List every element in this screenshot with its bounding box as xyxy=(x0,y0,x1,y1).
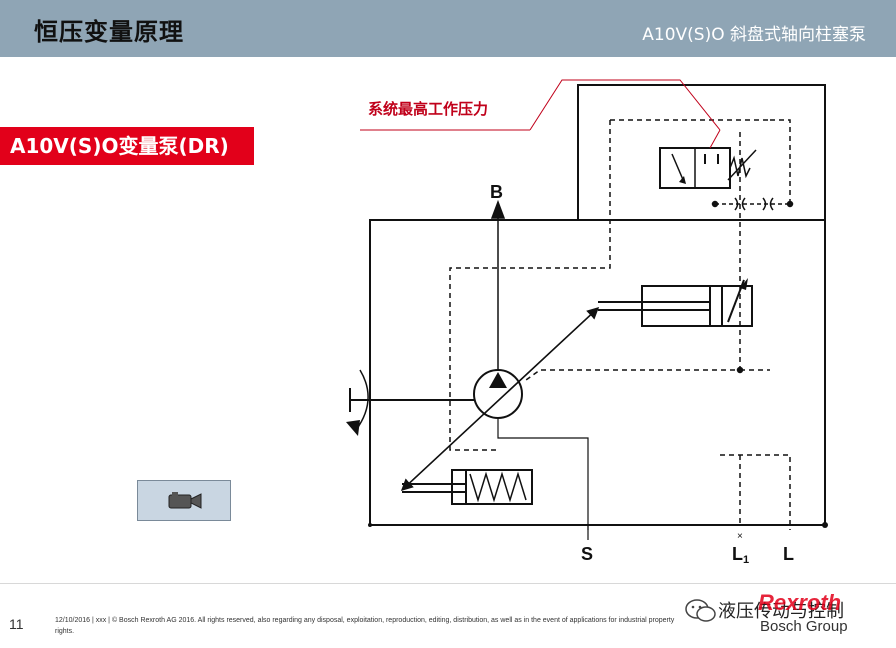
wechat-icon xyxy=(685,599,716,622)
legal-notice: 12/10/2016 | xxx | © Bosch Rexroth AG 20… xyxy=(55,617,675,635)
hydraulic-schematic: 系统最高工作压力 B S L1 × L xyxy=(346,79,828,566)
pump-symbol xyxy=(346,369,523,436)
pump-label-box: A10V(S)O变量泵(DR) xyxy=(0,127,254,165)
port-label-l1: L1 xyxy=(732,544,749,566)
rexroth-logo: Rexroth xyxy=(758,590,842,615)
orifice-pair xyxy=(711,197,794,374)
pressure-control-valve xyxy=(659,129,757,189)
control-housing xyxy=(577,84,826,525)
video-button[interactable] xyxy=(137,480,231,521)
bosch-group-label: Bosch Group xyxy=(760,618,848,635)
header-bar: 恒压变量原理 A10V(S)O 斜盘式轴向柱塞泵 xyxy=(0,0,896,57)
page-number: 11 xyxy=(9,616,24,632)
page-title: 恒压变量原理 xyxy=(34,18,184,46)
housing-left xyxy=(369,219,578,525)
wechat-account-name: 液压传动与控制 xyxy=(718,601,844,622)
port-label-l: L xyxy=(783,544,794,564)
camera-icon xyxy=(168,492,202,509)
callout-max-pressure: 系统最高工作压力 xyxy=(368,100,488,118)
footer-divider xyxy=(0,583,896,584)
page-subtitle: A10V(S)O 斜盘式轴向柱塞泵 xyxy=(642,25,866,45)
port-label-b: B xyxy=(490,182,503,202)
l1-marker: × xyxy=(737,531,743,542)
spring-cylinder xyxy=(402,469,533,505)
control-cylinder xyxy=(598,279,753,327)
port-label-s: S xyxy=(581,544,593,564)
